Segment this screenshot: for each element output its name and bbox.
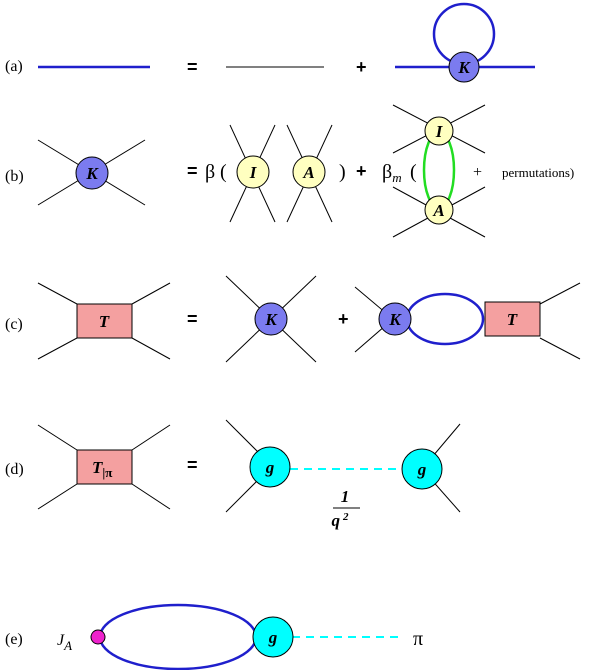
coupling-vertex-g2 [401,448,443,490]
t-pi-label: T|π [92,458,112,480]
t-pi-leg [131,483,171,510]
anti-instanton-vertex [292,155,326,189]
kernel-k-label-a: K [457,58,471,77]
t-matrix-label: T [99,312,110,331]
t-matrix-leg [37,282,78,305]
t-matrix-leg [131,282,171,305]
axial-source-label: JA [57,632,72,653]
coupling-vertex-g [249,446,291,488]
kernel-vertex-a [448,51,480,83]
coupling-g2-label: g [417,460,427,479]
kernel-k-label-c: K [264,310,278,329]
t-pi-box [76,449,133,485]
t-pi-leg [131,424,171,451]
kernel-vertex-b [75,156,109,190]
row-b-label: (b) [5,168,24,185]
t-matrix-leg-2 [539,337,581,360]
row-e: (e) JA g π [5,603,423,670]
lower-vertex-a [424,195,454,225]
row-c-equals: = [187,309,198,329]
coupling-vertex-e [252,616,294,658]
kernel-k-label-c2: K [388,310,402,329]
upper-vertex-i [424,116,454,146]
t-matrix-leg [37,337,78,360]
fraction-numerator: 1 [341,487,350,506]
t-pi-leg [37,424,78,451]
vertex-i-label: I [249,163,258,182]
row-c-plus: + [338,309,349,329]
paren-close-1: ) [339,161,346,183]
row-a-plus: + [356,57,367,77]
pion-label: π [413,628,423,650]
permutations-text: permutations) [502,165,574,180]
two-particle-loop [405,292,485,346]
axial-current-vertex [90,629,106,645]
lower-vertex-a-label: A [432,201,444,220]
paren-open-1: ( [220,161,227,183]
paren-open-2: ( [410,161,417,183]
row-b-plus-2: + [473,164,482,181]
row-c-label: (c) [5,316,23,333]
t-matrix-label-2: T [507,310,518,329]
row-a-label: (a) [5,58,23,75]
upper-vertex-i-label: I [435,122,444,141]
row-d-equals: = [187,455,198,475]
row-b-equals: = [187,161,198,181]
row-e-label: (e) [5,631,23,648]
instanton-vertex [236,155,270,189]
kernel-vertex-c [254,302,288,336]
beta-symbol: β [205,161,215,183]
t-matrix-leg-2 [539,282,581,305]
kernel-k-label-b: K [85,164,99,183]
beta-m-symbol: βm [382,161,402,185]
kernel-vertex-c2 [378,302,412,336]
coupling-g-label: g [265,458,275,477]
t-matrix-box-2 [484,301,541,337]
vertex-a-label: A [302,163,314,182]
row-b-plus: + [356,161,367,181]
row-b: (b) K = β ( I A ) + βm ( I A + permutati… [5,104,574,238]
row-a: (a) = + K [5,2,535,83]
t-matrix-leg [131,337,171,360]
coupling-g-label-e: g [268,628,278,647]
row-d-label: (d) [5,461,24,478]
row-a-equals: = [187,57,198,77]
quark-loop-e [98,603,258,670]
t-matrix-box [76,303,133,339]
t-pi-leg [37,483,78,510]
row-c: (c) T = K + K T [5,275,581,363]
